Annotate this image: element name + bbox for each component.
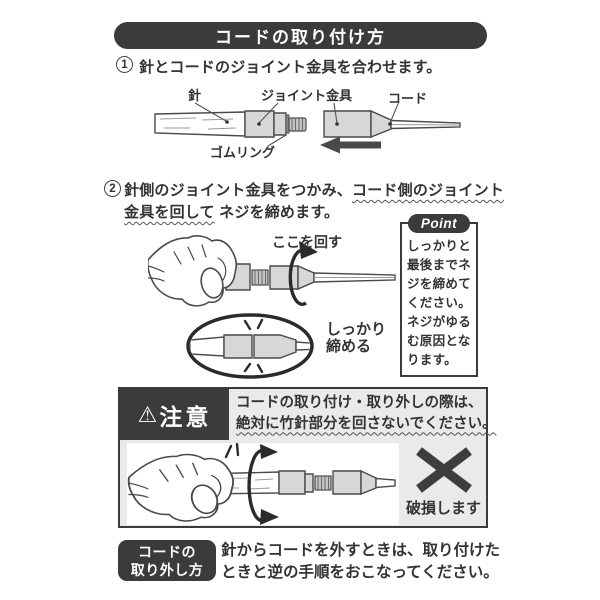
detach-line1: 針からコードを外すときは、取り付けた [221,542,501,559]
point-badge-text: Point [420,216,458,231]
step2-line2-emphasis: 金具を回して [124,204,215,221]
caution-line1: コードの取り付け・取り外しの際は、 [236,395,483,411]
step2-text-line1: 針側のジョイント金具をつかみ、コード側のジョイント [124,179,504,200]
figure-do-not-turn-needle [127,442,396,525]
joint-assembly [225,263,396,291]
detach-line2: ときと逆の手順をおこなってください。 [221,563,499,581]
step2-line1-emphasis: コード側のジョイント [352,182,505,199]
tighten-label-line1: しっかり [326,321,387,338]
rotation-arrow-icon [247,444,279,525]
step2-line1-normal: 針側のジョイント金具をつかみ、 [124,182,353,199]
cord-label: コード [388,91,428,106]
tighten-label-line2: 締める [326,338,372,355]
point-body-text: しっかりと最後までネジを締めてください。ネジがゆるむ原因となります。 [407,239,472,367]
leader-lines [194,102,399,147]
detach-text: 針からコードを外すときは、取り付けた ときと逆の手順をおこなってください。 [221,540,500,583]
needle-joint-fitting [244,110,307,138]
attach-section-title: コードの取り付け方 [114,22,487,49]
magnified-joint-view [186,313,314,379]
detach-title-line1: コードの [138,543,196,560]
needle-shaft [154,111,246,137]
caution-text: コードの取り付け・取り外しの際は、 絶対に竹針部分を回さないでください。 [236,393,497,434]
caution-line2: 絶対に竹針部分を回さないでください。 [236,415,497,432]
rotation-arrow-icon [288,241,318,306]
caution-header: ⚠ 注意 [120,389,229,440]
point-badge: Point [408,214,470,233]
point-box: Point しっかりと最後までネジを締めてください。ネジがゆるむ原因となります。 [400,214,478,377]
figure-align-joints [154,102,461,154]
step1-text: 針とコードのジョイント金具を合わせます。 [139,59,442,76]
turn-here-label: ここを回す [272,234,342,250]
step2-number: 2 [104,180,121,197]
step1-number: 1 [116,56,133,73]
caution-box: ⚠ 注意 コードの取り付け・取り外しの際は、 絶対に竹針部分を回さないでください… [118,387,497,528]
caution-illustration-panel [127,442,399,525]
attach-section-title-text: コードの取り付け方 [215,28,386,47]
screw-thread [288,117,307,132]
step2-text-line2: 金具を回して ネジを締めます。 [124,201,339,222]
cord [390,119,461,130]
joint-fitting-label: ジョイント金具 [261,88,353,103]
push-left-arrow-icon [320,136,381,154]
needle-label: 針 [188,88,202,103]
gripping-hand [127,453,235,522]
warning-triangle-icon: ⚠ [137,401,158,427]
detach-title-line2: 取り外し方 [130,561,204,578]
cord-joint-fitting [323,109,392,139]
caution-label: 注意 [159,403,212,430]
step2-line2-normal: ネジを締めます。 [214,204,340,221]
emphasis-marks [224,442,240,459]
x-mark-icon [416,447,472,493]
figure-turn-joint [148,235,396,379]
rubber-ring-label: ゴムリング [210,145,276,160]
needle-and-cord-assembly [201,469,396,496]
damage-label: 破損します [406,500,482,517]
detach-section-title: コードの 取り外し方 [118,540,216,581]
tighten-firmly-label: しっかり 締める [326,321,386,355]
gripping-hand [148,235,238,307]
